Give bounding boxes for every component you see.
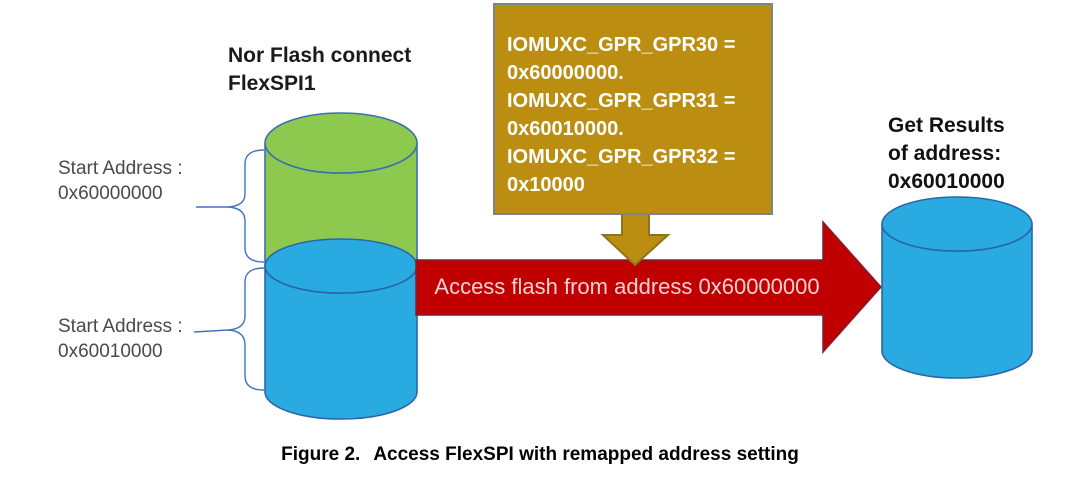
blue-cylinder-top [264, 238, 418, 294]
brace-green-region-icon [196, 149, 265, 263]
access-arrow-label: Access flash from address 0x60000000 [434, 274, 820, 299]
flash-stack-title-line1: Nor Flash connect [228, 44, 412, 67]
gpr30-value: 0x60000000. [507, 62, 624, 84]
result-label: Get Results of address: 0x60010000 [888, 112, 1005, 196]
down-arrow-icon [600, 213, 671, 267]
brace-blue-region-icon [193, 267, 265, 391]
green-cylinder-top [264, 112, 418, 174]
result-cylinder [881, 196, 1033, 379]
start-address-label-2: Start Address : 0x60010000 [58, 314, 183, 364]
figure-caption-number: Figure 2. [281, 444, 361, 465]
result-cylinder-top [881, 196, 1033, 252]
result-label-line3: 0x60010000 [888, 170, 1005, 193]
result-label-line1: Get Results [888, 114, 1005, 137]
start-address-1-caption: Start Address : [58, 158, 183, 179]
gpr32-value: 0x10000 [507, 174, 585, 196]
flash-stack-title: Nor Flash connect FlexSPI1 [228, 42, 411, 98]
start-address-2-value: 0x60010000 [58, 341, 163, 362]
start-address-2-caption: Start Address : [58, 316, 183, 337]
gpr32-label: IOMUXC_GPR_GPR32 = [507, 146, 736, 168]
figure-caption-text: Access FlexSPI with remapped address set… [373, 444, 799, 465]
figure-caption: Figure 2. Access FlexSPI with remapped ad… [0, 444, 1080, 466]
result-label-line2: of address: [888, 142, 1002, 165]
flash-stack-title-line2: FlexSPI1 [228, 72, 316, 95]
flash-cylinder-blue-region [264, 238, 418, 420]
start-address-1-value: 0x60000000 [58, 183, 163, 204]
gpr31-label: IOMUXC_GPR_GPR31 = [507, 90, 736, 112]
gpr31-value: 0x60010000. [507, 118, 624, 140]
start-address-label-1: Start Address : 0x60000000 [58, 156, 183, 206]
gpr30-label: IOMUXC_GPR_GPR30 = [507, 34, 736, 56]
access-flash-arrow-icon [415, 220, 883, 354]
gpr-settings-box: IOMUXC_GPR_GPR30 = 0x60000000. IOMUXC_GP… [493, 3, 773, 215]
